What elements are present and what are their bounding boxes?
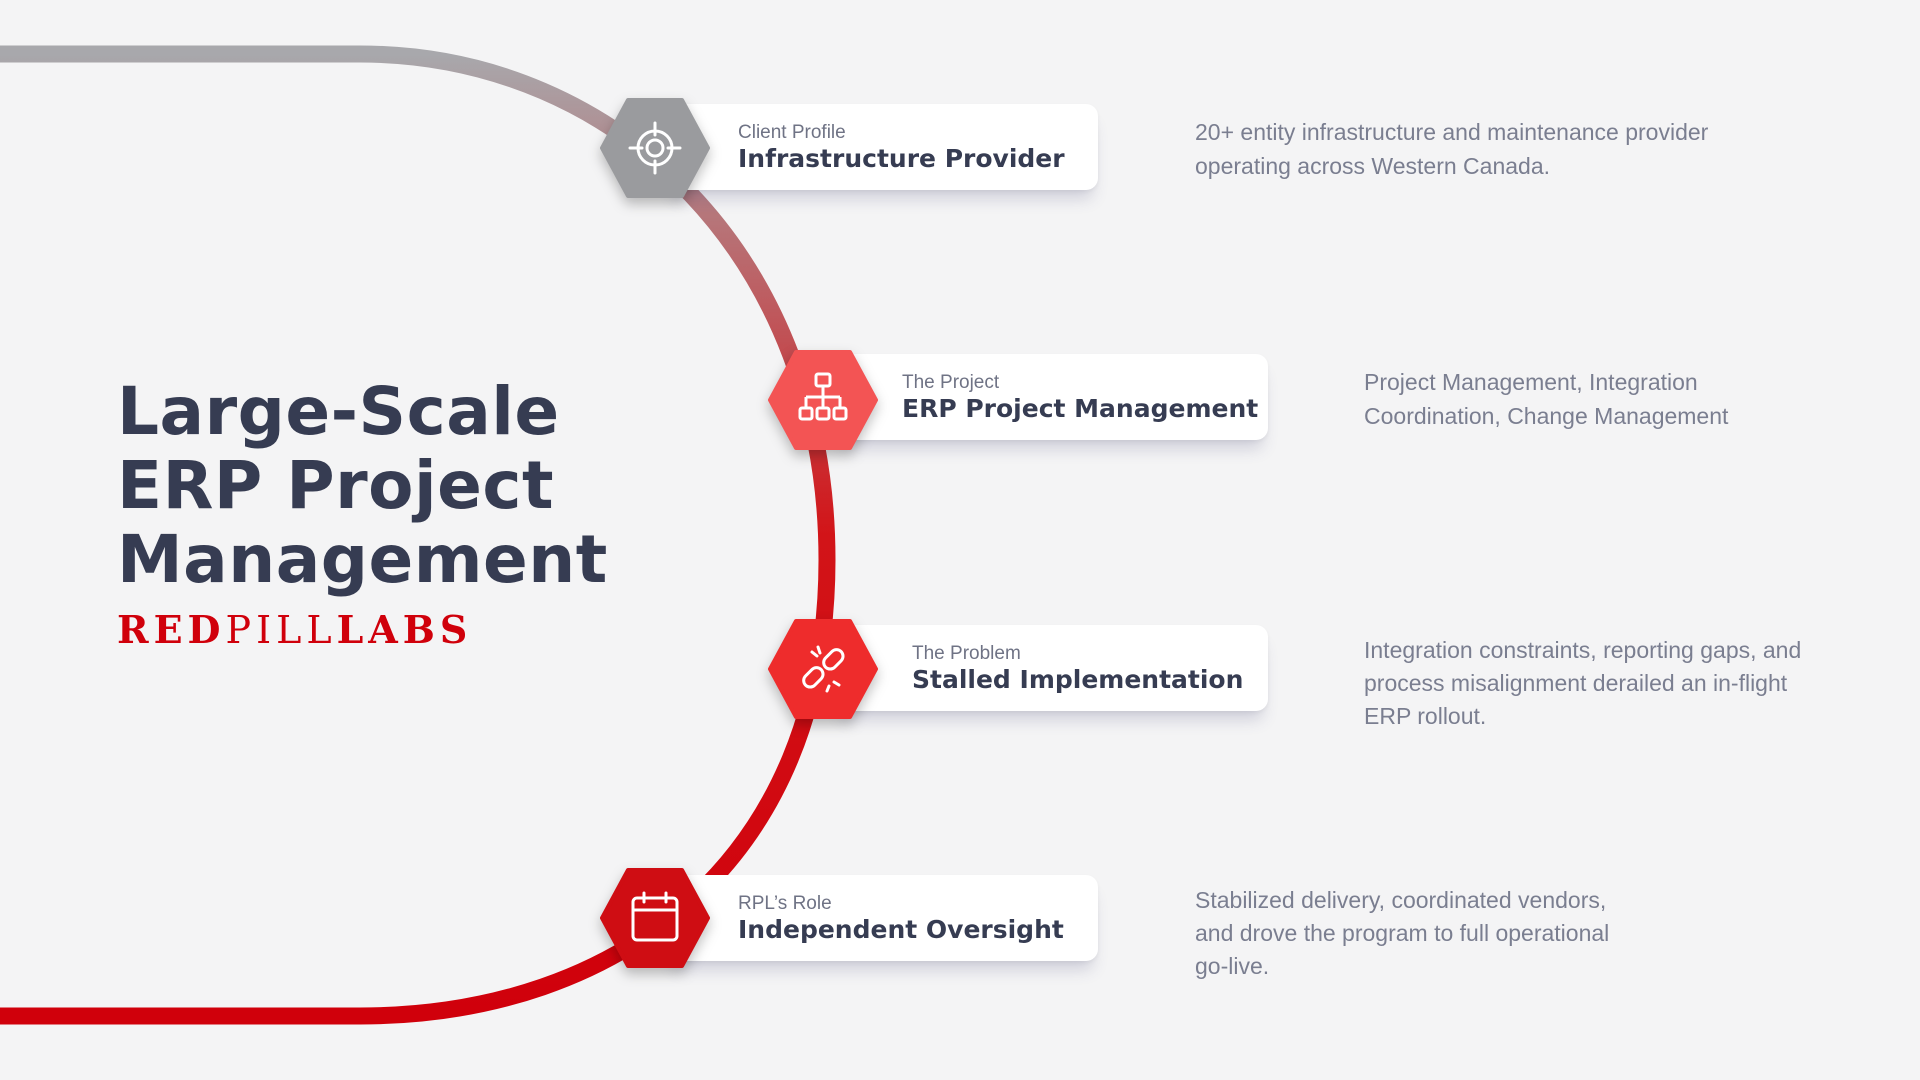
step-hex-rpl-role bbox=[600, 868, 710, 968]
step-card-client-profile: Client Profile Infrastructure Provider bbox=[668, 104, 1098, 190]
step-card-the-project: The Project ERP Project Management bbox=[836, 354, 1268, 440]
calendar-icon bbox=[631, 891, 679, 942]
title-line-1: Large-Scale bbox=[117, 373, 560, 450]
step-title: Independent Oversight bbox=[738, 915, 1064, 944]
step-hex-the-project bbox=[768, 350, 878, 450]
step-hex-the-problem bbox=[768, 619, 878, 719]
title-line-3: Management bbox=[117, 521, 608, 598]
org-chart-icon bbox=[798, 372, 848, 421]
page-title: Large-Scale ERP Project Management bbox=[117, 375, 608, 597]
step-title: Stalled Implementation bbox=[912, 665, 1244, 694]
step-description: 20+ entity infrastructure and maintenanc… bbox=[1195, 119, 1709, 179]
title-block: Large-Scale ERP Project Management REDPI… bbox=[117, 375, 608, 653]
brand-part-red: RED bbox=[117, 607, 226, 652]
step-kicker: The Project bbox=[902, 372, 1000, 393]
step-card-the-problem: The Problem Stalled Implementation bbox=[836, 625, 1268, 711]
target-icon bbox=[628, 121, 682, 175]
step-title: Infrastructure Provider bbox=[738, 144, 1065, 173]
brand-logo: REDPILLLABS bbox=[117, 607, 608, 652]
step-title: ERP Project Management bbox=[902, 394, 1259, 423]
brand-part-pill: PILL bbox=[225, 608, 337, 652]
step-kicker: The Problem bbox=[912, 643, 1021, 664]
title-line-2: ERP Project bbox=[117, 447, 555, 524]
step-description: Stabilized delivery, coordinated vendors… bbox=[1195, 887, 1610, 979]
step-card-rpl-role: RPL’s Role Independent Oversight bbox=[668, 875, 1098, 961]
step-kicker: Client Profile bbox=[738, 122, 846, 143]
broken-link-icon bbox=[802, 645, 845, 693]
step-description: Project Management, Integration Coordina… bbox=[1364, 369, 1729, 429]
step-description: Integration constraints, reporting gaps,… bbox=[1364, 637, 1802, 729]
timeline-arc-path bbox=[0, 45, 836, 1025]
brand-part-labs: LABS bbox=[336, 607, 473, 652]
step-hex-client-profile bbox=[600, 98, 710, 198]
step-kicker: RPL’s Role bbox=[738, 893, 832, 914]
